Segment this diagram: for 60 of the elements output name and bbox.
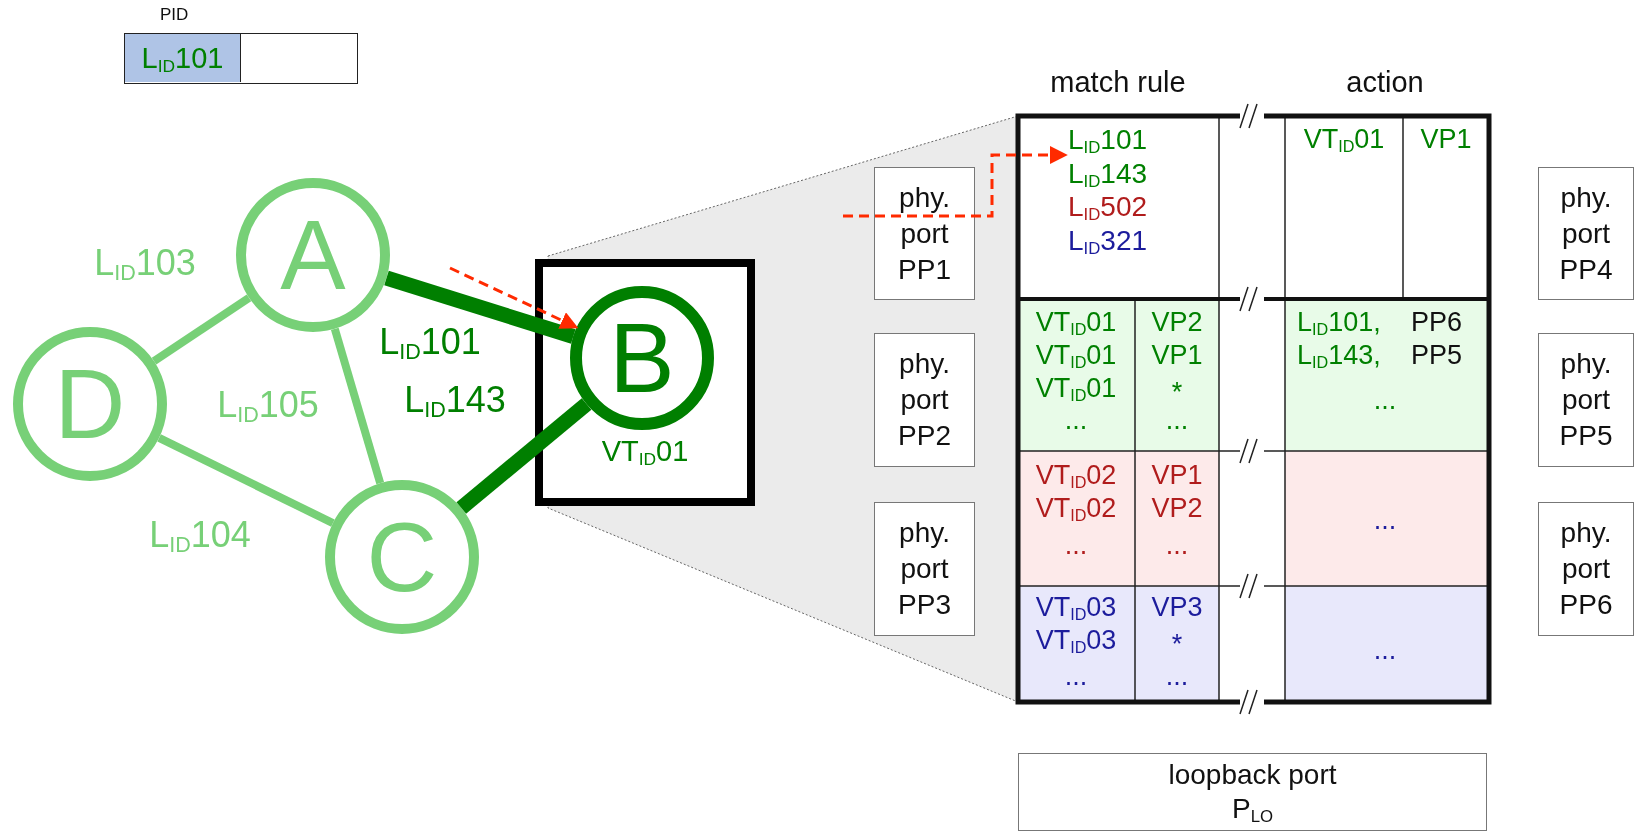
arrow [843, 146, 1068, 218]
table-text: L$_{ID}$321 [1068, 226, 1148, 255]
table-text: L$_{ID}$101, [1297, 308, 1381, 336]
table-text: VT$_{ID}$02 [1035, 494, 1117, 522]
node-circle: B [570, 286, 714, 430]
table-text: VT$_{ID}$01 [1303, 125, 1385, 153]
table-text: ... [1165, 406, 1189, 434]
table-text: VT$_{ID}$03 [1035, 593, 1117, 621]
node-caption: VT$_{ID}$01 [601, 437, 689, 466]
table-text: ... [1165, 531, 1189, 559]
field-heading: PID [160, 6, 189, 23]
table-text: ... [1064, 662, 1088, 690]
table-text: VT$_{ID}$01 [1035, 341, 1117, 369]
port-box: phy. port PP2 [874, 333, 975, 467]
link-line [330, 327, 385, 485]
table-text: ... [1165, 662, 1189, 690]
table-text: VP2 [1151, 308, 1203, 336]
table-text: VT$_{ID}$01 [1035, 308, 1117, 336]
arrow [449, 266, 579, 329]
port-box: phy. port PP6 [1538, 502, 1634, 636]
table-text: * [1171, 630, 1183, 658]
table-text: L$_{ID}$502 [1068, 193, 1148, 221]
link-line [456, 398, 592, 514]
switch-frame [535, 259, 755, 506]
table-text: VT$_{ID}$03 [1035, 626, 1117, 654]
table-text: L$_{ID}$101 [1068, 126, 1148, 154]
node-circle: D [13, 327, 167, 481]
port-box: phy. port PP5 [1538, 333, 1634, 467]
table-text: ... [1373, 636, 1397, 664]
table-text: VP2 [1151, 494, 1203, 522]
edge-label: L$_{ID}$103 [94, 245, 196, 281]
port-box: phy. port PP4 [1538, 167, 1634, 300]
table-text: L$_{ID}$143 [1068, 159, 1148, 188]
port-box: loopback port P$_{LO}$ [1018, 753, 1487, 831]
table-text: ... [1373, 506, 1397, 534]
edge-label: L$_{ID}$104 [149, 517, 251, 553]
table-text: ... [1373, 386, 1397, 414]
table-text: PP6 [1411, 308, 1463, 336]
table-text: ... [1064, 531, 1088, 559]
link-line [384, 270, 576, 344]
table-text: VT$_{ID}$02 [1035, 461, 1117, 489]
table-text: ... [1064, 406, 1088, 434]
edge-label: L$_{ID}$105 [217, 387, 319, 423]
port-box: phy. port PP3 [874, 502, 975, 636]
table-text: PP5 [1411, 341, 1463, 369]
table-text: VP3 [1151, 593, 1203, 621]
table-text: VT$_{ID}$01 [1035, 374, 1117, 402]
link-line [157, 434, 335, 527]
table-text: VP1 [1420, 125, 1472, 153]
header-cell: L$_{ID}$101 [125, 34, 241, 82]
table-text: L$_{ID}$143, [1297, 341, 1381, 369]
edge-label: L$_{ID}$143 [404, 382, 506, 418]
table-text: VP1 [1151, 341, 1203, 369]
port-box: phy. port PP1 [874, 167, 975, 300]
link-line [151, 294, 252, 365]
table-text: * [1171, 378, 1183, 406]
column-heading: match rule [1050, 67, 1186, 97]
column-heading: action [1346, 67, 1424, 97]
node-circle: C [325, 480, 479, 634]
table-text: VP1 [1151, 461, 1203, 489]
